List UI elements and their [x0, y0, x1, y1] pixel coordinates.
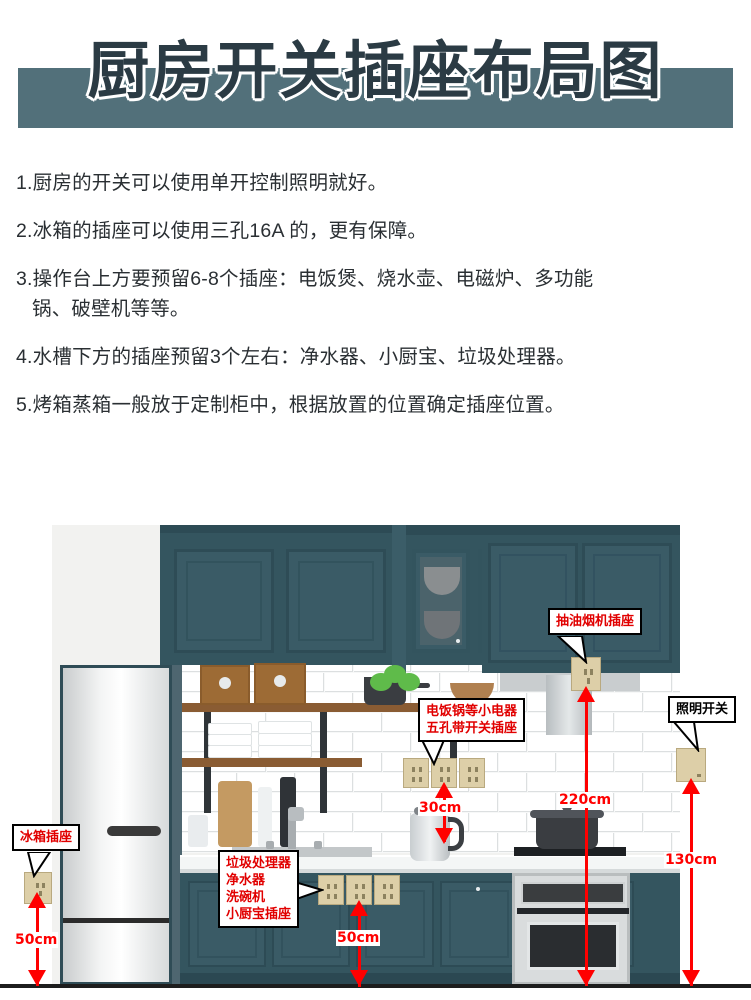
callout-tail-hood	[556, 636, 588, 664]
page-title: 厨房开关插座布局图	[87, 34, 664, 107]
tip-item-1: 1.厨房的开关可以使用单开控制照明就好。	[16, 168, 736, 198]
callout-hood-outlet: 抽油烟机插座	[548, 608, 643, 635]
oven-handle-icon	[517, 908, 629, 914]
stacked-plate	[208, 745, 252, 758]
dimension-fridge-height: 50cm	[14, 932, 59, 948]
sink	[232, 847, 372, 857]
stovetop	[514, 847, 626, 856]
callout-tail-switch	[672, 722, 700, 752]
cutting-board	[218, 781, 252, 847]
callout-tail-refrigerator	[26, 852, 52, 878]
tip-item-5: 5.烤箱蒸箱一般放于定制柜中，根据放置的位置确定插座位置。	[16, 390, 736, 420]
tip-text-3-cont: 锅、破壁机等等。	[32, 298, 190, 320]
storage-box	[254, 663, 306, 705]
cabinet-divider	[392, 525, 406, 675]
kitchen-diagram: 50cm 30cm 220cm 50cm 130cm 冰箱插座 抽油烟机插座 电…	[0, 500, 751, 1000]
title-banner	[18, 68, 733, 128]
callout-counter-outlets: 电饭锅等小电器 五孔带开关插座	[418, 698, 526, 742]
tip-text-2: 2.冰箱的插座可以使用三孔16A 的，更有保障。	[16, 220, 428, 242]
cabinet-door[interactable]	[174, 549, 274, 653]
cabinet-door[interactable]	[582, 543, 672, 663]
callout-tail-counter	[420, 740, 446, 766]
lower-cabinet-door[interactable]	[440, 881, 518, 967]
tips-list: 1.厨房的开关可以使用单开控制照明就好。 2.冰箱的插座可以使用三孔16A 的，…	[16, 168, 736, 438]
tap-handle[interactable]	[266, 841, 274, 849]
dimension-line-sink	[358, 905, 361, 987]
plant-decor	[370, 665, 420, 693]
bottle	[258, 787, 272, 847]
tip-text-1: 1.厨房的开关可以使用单开控制照明就好。	[16, 172, 388, 194]
dimension-sink-outlet-height: 50cm	[336, 930, 381, 946]
upper-cabinet-left	[160, 533, 400, 665]
kitchen-illustration	[52, 525, 680, 985]
tip-text-4: 4.水槽下方的插座预留3个左右：净水器、小厨宝、垃圾处理器。	[16, 346, 576, 368]
tip-item-3: 3.操作台上方要预留6-8个插座：电饭煲、烧水壶、电磁炉、多功能 锅、破壁机等等…	[16, 264, 736, 324]
countertop-edge	[180, 869, 680, 873]
dimension-line-hood	[585, 690, 588, 986]
cooking-pot	[536, 817, 598, 849]
outlet-sink-cabinet-3[interactable]	[374, 875, 400, 905]
dimension-hood-outlet-height: 220cm	[558, 792, 613, 808]
cabinet-door[interactable]	[286, 549, 386, 653]
oven-window	[527, 922, 619, 970]
callout-light-switch: 照明开关	[668, 696, 737, 723]
wall-shelf-upper	[182, 703, 482, 712]
jar	[188, 815, 208, 847]
dimension-line-switch	[690, 782, 693, 986]
faucet	[288, 809, 296, 849]
cabinet-crown-molding	[160, 525, 680, 535]
stacked-plate	[258, 745, 312, 758]
tip-text-3: 3.操作台上方要预留6-8个插座：电饭煲、烧水壶、电磁炉、多功能	[16, 268, 594, 290]
storage-box	[200, 665, 250, 705]
outlet-counter-1[interactable]	[403, 758, 429, 788]
fridge-handle-icon	[107, 826, 161, 836]
tip-text-5: 5.烤箱蒸箱一般放于定制柜中，根据放置的位置确定插座位置。	[16, 394, 565, 416]
fridge-side-panel	[172, 665, 182, 985]
tip-item-2: 2.冰箱的插座可以使用三孔16A 的，更有保障。	[16, 216, 736, 246]
callout-refrigerator-outlet: 冰箱插座	[12, 824, 81, 851]
page-header: 厨房开关插座布局图	[0, 18, 751, 138]
glass-cabinet-door[interactable]	[412, 549, 470, 653]
tap-handle[interactable]	[314, 841, 322, 849]
dimension-light-switch-height: 130cm	[664, 852, 719, 868]
callout-sink-cabinet-outlets: 垃圾处理器 净水器 洗碗机 小厨宝插座	[218, 850, 300, 928]
cabinet-door[interactable]	[488, 543, 578, 663]
floor-line	[0, 984, 751, 988]
dimension-counter-outlet-height: 30cm	[418, 800, 463, 816]
wall-shelf-lower	[182, 758, 362, 767]
built-in-oven	[512, 873, 630, 985]
tip-item-4: 4.水槽下方的插座预留3个左右：净水器、小厨宝、垃圾处理器。	[16, 342, 736, 372]
outlet-counter-3[interactable]	[459, 758, 485, 788]
switch-lighting[interactable]	[676, 748, 706, 782]
